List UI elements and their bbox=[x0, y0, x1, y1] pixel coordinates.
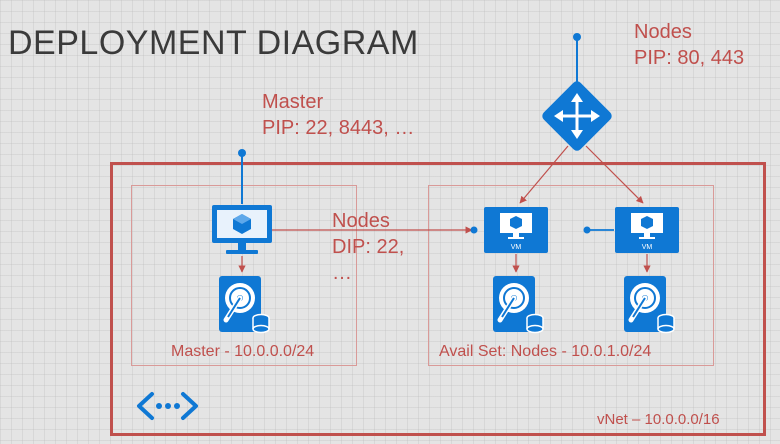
nodes-pip-title: Nodes bbox=[634, 21, 692, 43]
master-pip-title: Master bbox=[262, 91, 324, 113]
disk-icon bbox=[493, 276, 544, 334]
nodes-pip-ports: PIP: 80, 443 bbox=[634, 47, 745, 69]
disk-icon bbox=[219, 276, 270, 334]
nodes-dip-label: Nodes DIP: 22, … bbox=[332, 208, 404, 286]
lb-to-node2-connector bbox=[585, 145, 644, 204]
node1-dip-endpoint bbox=[470, 226, 478, 234]
vm-icon: VM bbox=[484, 207, 548, 253]
nodes-subnet-box bbox=[428, 185, 714, 366]
vnet-label: vNet – 10.0.0.0/16 bbox=[597, 411, 720, 428]
vnet-icon bbox=[137, 392, 198, 420]
vm-icon: VM bbox=[615, 207, 679, 253]
nodes-dip-more: … bbox=[332, 262, 352, 284]
nodes-dip-ports: DIP: 22, bbox=[332, 236, 405, 258]
vnet-boundary bbox=[110, 162, 766, 436]
monitor-icon bbox=[212, 205, 272, 254]
vm2-caption: VM bbox=[642, 244, 653, 251]
lb-to-node1-connector bbox=[519, 145, 569, 204]
load-balancer-icon bbox=[542, 81, 612, 151]
nodes-dip-title: Nodes bbox=[332, 210, 390, 232]
master-subnet-box bbox=[131, 185, 357, 366]
node2-dip-endpoint bbox=[583, 226, 591, 234]
vm1-caption: VM bbox=[511, 244, 522, 251]
master-pip-ports: PIP: 22, 8443, … bbox=[262, 117, 415, 139]
master-endpoint bbox=[238, 149, 246, 204]
load-balancer-endpoint bbox=[573, 33, 581, 88]
page-title: DEPLOYMENT DIAGRAM bbox=[8, 24, 419, 62]
master-pip-label: Master PIP: 22, 8443, … bbox=[262, 89, 414, 141]
nodes-pip-label: Nodes PIP: 80, 443 bbox=[634, 19, 744, 71]
master-subnet-label: Master - 10.0.0.0/24 bbox=[171, 343, 315, 360]
nodes-subnet-label: Avail Set: Nodes - 10.0.1.0/24 bbox=[439, 343, 652, 360]
disk-icon bbox=[624, 276, 675, 334]
